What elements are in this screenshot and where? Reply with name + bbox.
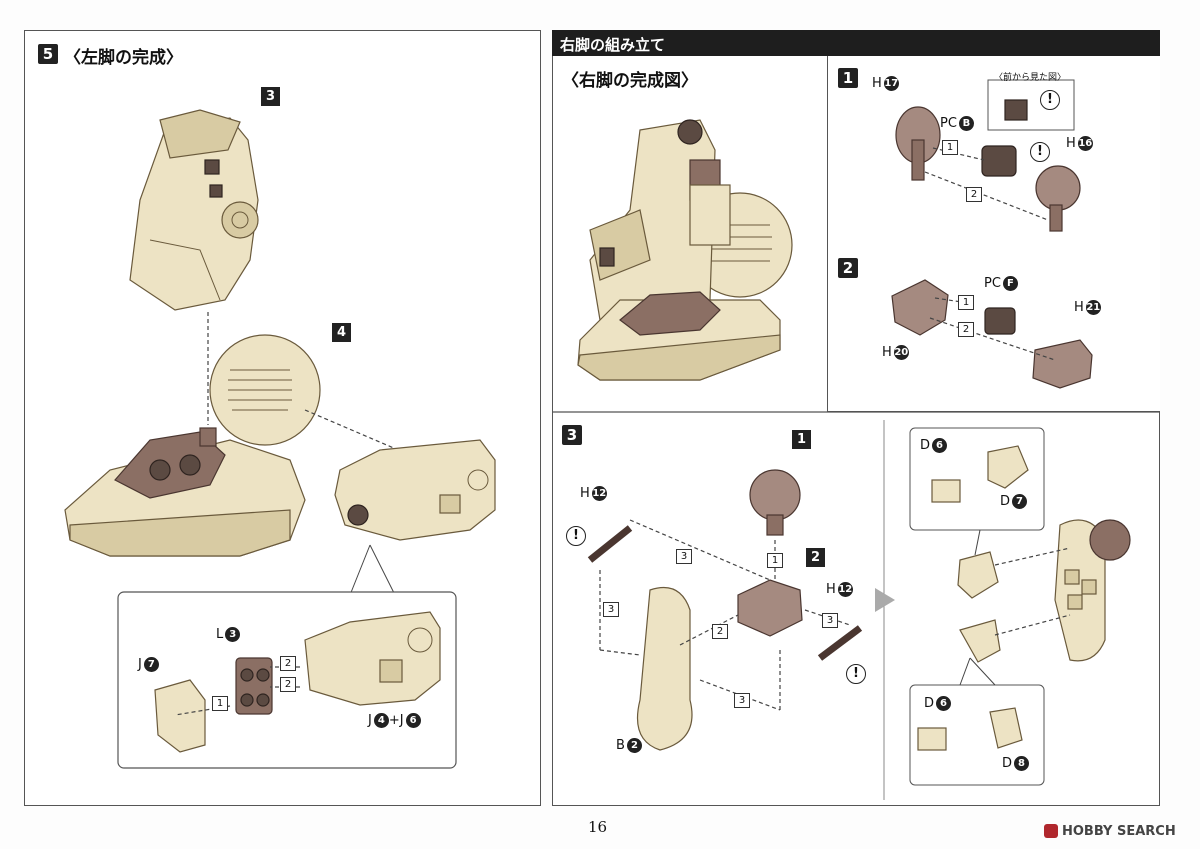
step-box-1: 1 bbox=[212, 696, 228, 711]
step3-box-3d: 3 bbox=[822, 613, 838, 628]
right-panel-header-title: 右脚の組み立て bbox=[560, 36, 666, 54]
page-number: 16 bbox=[588, 818, 608, 836]
callout-4: 4 bbox=[332, 323, 351, 342]
right-panel-header bbox=[552, 30, 1160, 56]
callout-3: 3 bbox=[261, 87, 280, 106]
step-number-1: 1 bbox=[838, 68, 858, 88]
caution-icon: ! bbox=[566, 526, 586, 546]
step-number-5: 5 bbox=[38, 44, 58, 64]
step-box-2b: 2 bbox=[280, 677, 296, 692]
step2-box-2: 2 bbox=[958, 322, 974, 337]
step-number-3: 3 bbox=[562, 425, 582, 445]
step-number-2: 2 bbox=[838, 258, 858, 278]
step3-box-3c: 3 bbox=[734, 693, 750, 708]
j7-part bbox=[154, 679, 206, 753]
hover-base-part bbox=[64, 334, 321, 557]
step3-box-2: 2 bbox=[712, 624, 728, 639]
watermark: HOBBY SEARCH bbox=[1062, 824, 1176, 839]
right-panel-subtitle: 〈右脚の完成図〉 bbox=[562, 71, 698, 91]
caution-icon: ! bbox=[1030, 142, 1050, 162]
step1-box-2: 2 bbox=[966, 187, 982, 202]
step3-callout-2: 2 bbox=[806, 548, 825, 567]
completed-right-leg bbox=[577, 119, 793, 381]
step1-front-view-caption: 〈前から見た図〉 bbox=[994, 73, 1067, 83]
step1-box-1: 1 bbox=[942, 140, 958, 155]
watermark-logo-icon bbox=[1044, 824, 1058, 838]
caution-icon: ! bbox=[1040, 90, 1060, 110]
step3-illustration bbox=[587, 427, 1131, 786]
caution-icon: ! bbox=[846, 664, 866, 684]
step3-callout-1: 1 bbox=[792, 430, 811, 449]
upper-leg-part bbox=[129, 109, 259, 311]
step2-illustration bbox=[891, 279, 1093, 389]
left-panel-title: 〈左脚の完成〉 bbox=[64, 48, 183, 68]
l3-part bbox=[235, 657, 273, 715]
step3-box-3a: 3 bbox=[676, 549, 692, 564]
step3-box-1: 1 bbox=[767, 553, 783, 568]
step3-box-3b: 3 bbox=[603, 602, 619, 617]
step2-box-1: 1 bbox=[958, 295, 974, 310]
step-box-2a: 2 bbox=[280, 656, 296, 671]
j4-j6-part bbox=[304, 611, 441, 706]
step1-illustration bbox=[895, 79, 1081, 232]
foot-armor-part bbox=[334, 439, 496, 541]
